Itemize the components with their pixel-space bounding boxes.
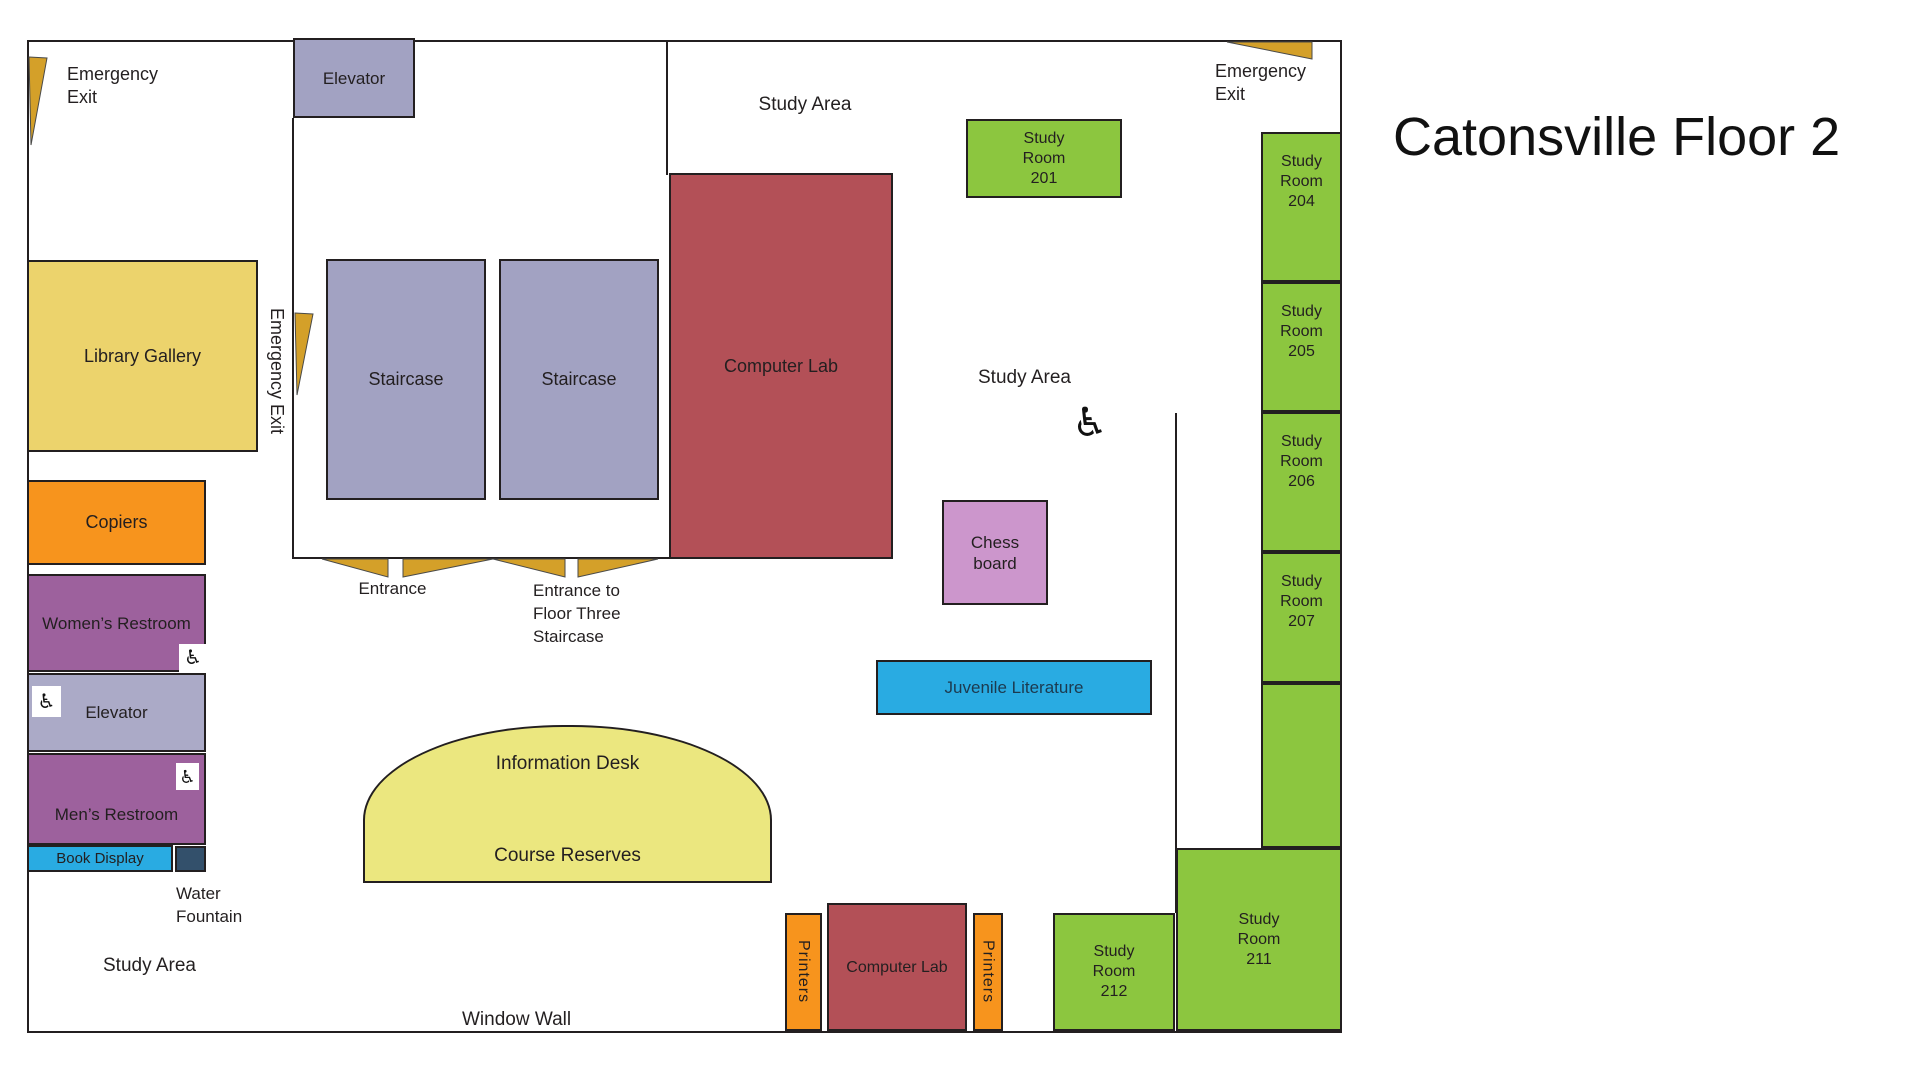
room-study-room-207: Study Room 207 [1261, 552, 1342, 683]
wall-bottom-window-wall [27, 1031, 1342, 1033]
room-study-room-206: Study Room 206 [1261, 412, 1342, 552]
wall-stair-room-left [292, 118, 294, 559]
room-copiers: Copiers [27, 480, 206, 565]
page-title: Catonsville Floor 2 [1393, 107, 1841, 167]
fixture-chess-board: Chess board [942, 500, 1048, 605]
emergency-exit-marker-top-left [28, 56, 48, 146]
study-area-label-bottom: Study Area [103, 955, 196, 976]
room-computer-lab-bottom: Computer Lab [827, 903, 967, 1031]
emergency-exit-label-top-right: Emergency Exit [1215, 61, 1307, 104]
room-label: Elevator [322, 68, 386, 88]
wheelchair-accessible-icon: ♿ [176, 763, 199, 790]
room-label: Study Room 205 [1280, 303, 1323, 360]
study-area-label-middle: Study Area [978, 367, 1071, 388]
room-label: Printers [979, 940, 997, 1004]
room-study-room-204: Study Room 204 [1261, 132, 1342, 282]
entrance-label: Entrance [358, 579, 427, 598]
room-label: Chess board [970, 532, 1020, 573]
room-label: Computer Lab [723, 355, 839, 376]
room-label: Study Room 207 [1280, 573, 1323, 630]
entrance-marker [492, 558, 566, 578]
room-label: Copiers [85, 512, 148, 532]
entrance-marker [321, 558, 389, 578]
room-computer-lab-main: Computer Lab [669, 173, 893, 559]
room-label: Juvenile Literature [944, 678, 1084, 697]
fixture-book-display: Book Display [27, 845, 173, 872]
room-label: Men’s Restroom [54, 805, 179, 824]
room-label: Staircase [541, 369, 617, 389]
water-fountain-label: Water Fountain [176, 884, 243, 926]
fixture-printers-left: Printers [785, 913, 822, 1031]
study-area-label-top: Study Area [758, 94, 852, 115]
wall-middle-divider [1175, 413, 1177, 913]
wheelchair-accessible-icon: ♿ [32, 686, 61, 717]
room-label: Study Room 212 [1092, 943, 1136, 1000]
emergency-exit-label-left: Emergency Exit [267, 308, 287, 435]
emergency-exit-label-top-left: Emergency Exit [67, 64, 159, 107]
room-label: Printers [795, 940, 812, 1004]
room-label: Study Room 206 [1280, 433, 1323, 490]
room-study-room-211: Study Room 211 [1176, 848, 1342, 1031]
wall-stair-room-right [666, 40, 668, 175]
room-label: Study Room 211 [1237, 910, 1281, 968]
room-study-room-205: Study Room 205 [1261, 282, 1342, 412]
room-library-gallery: Library Gallery [27, 260, 258, 452]
room-staircase-right: Staircase [499, 259, 659, 500]
wheelchair-accessible-icon-floor: ♿ [1072, 401, 1108, 445]
room-staircase-left: Staircase [326, 259, 486, 500]
fixture-printers-right: Printers [973, 913, 1003, 1031]
room-study-room-201: Study Room 201 [966, 119, 1122, 198]
room-study-room-212: Study Room 212 [1053, 913, 1175, 1031]
room-mens-restroom: Men’s Restroom ♿ [27, 753, 206, 845]
fixture-information-desk: Information Desk Course Reserves [363, 725, 772, 883]
room-womens-restroom: Women’s Restroom ♿ [27, 574, 207, 672]
room-label: Computer Lab [846, 958, 948, 976]
wall-stair-room-bottom [292, 557, 672, 559]
entrance-marker [402, 558, 494, 578]
room-label: Book Display [56, 850, 144, 867]
area-juvenile-literature: Juvenile Literature [876, 660, 1152, 715]
wall-top [27, 40, 1342, 42]
window-wall-label: Window Wall [462, 1009, 572, 1030]
room-label: Study Room 204 [1280, 153, 1323, 210]
emergency-exit-marker-top-right [1226, 41, 1313, 60]
entrance-marker [577, 558, 659, 578]
entrance-floor-three-label: Entrance to Floor Three Staircase [533, 581, 621, 646]
room-label: Elevator [85, 703, 148, 722]
room-label: Library Gallery [83, 345, 202, 366]
room-label: Staircase [368, 369, 444, 389]
course-reserves-label: Course Reserves [494, 845, 641, 866]
fixture-water-fountain [175, 846, 206, 872]
wheelchair-accessible-icon: ♿ [179, 644, 207, 672]
room-label: Women’s Restroom [42, 613, 191, 633]
room-study-unlabeled [1261, 683, 1342, 848]
room-elevator-top: Elevator [293, 38, 415, 118]
emergency-exit-marker-left [294, 312, 314, 396]
information-desk-label: Information Desk [495, 753, 640, 774]
room-label: Study Room 201 [1022, 129, 1066, 187]
room-elevator-left: Elevator ♿ [27, 673, 206, 752]
